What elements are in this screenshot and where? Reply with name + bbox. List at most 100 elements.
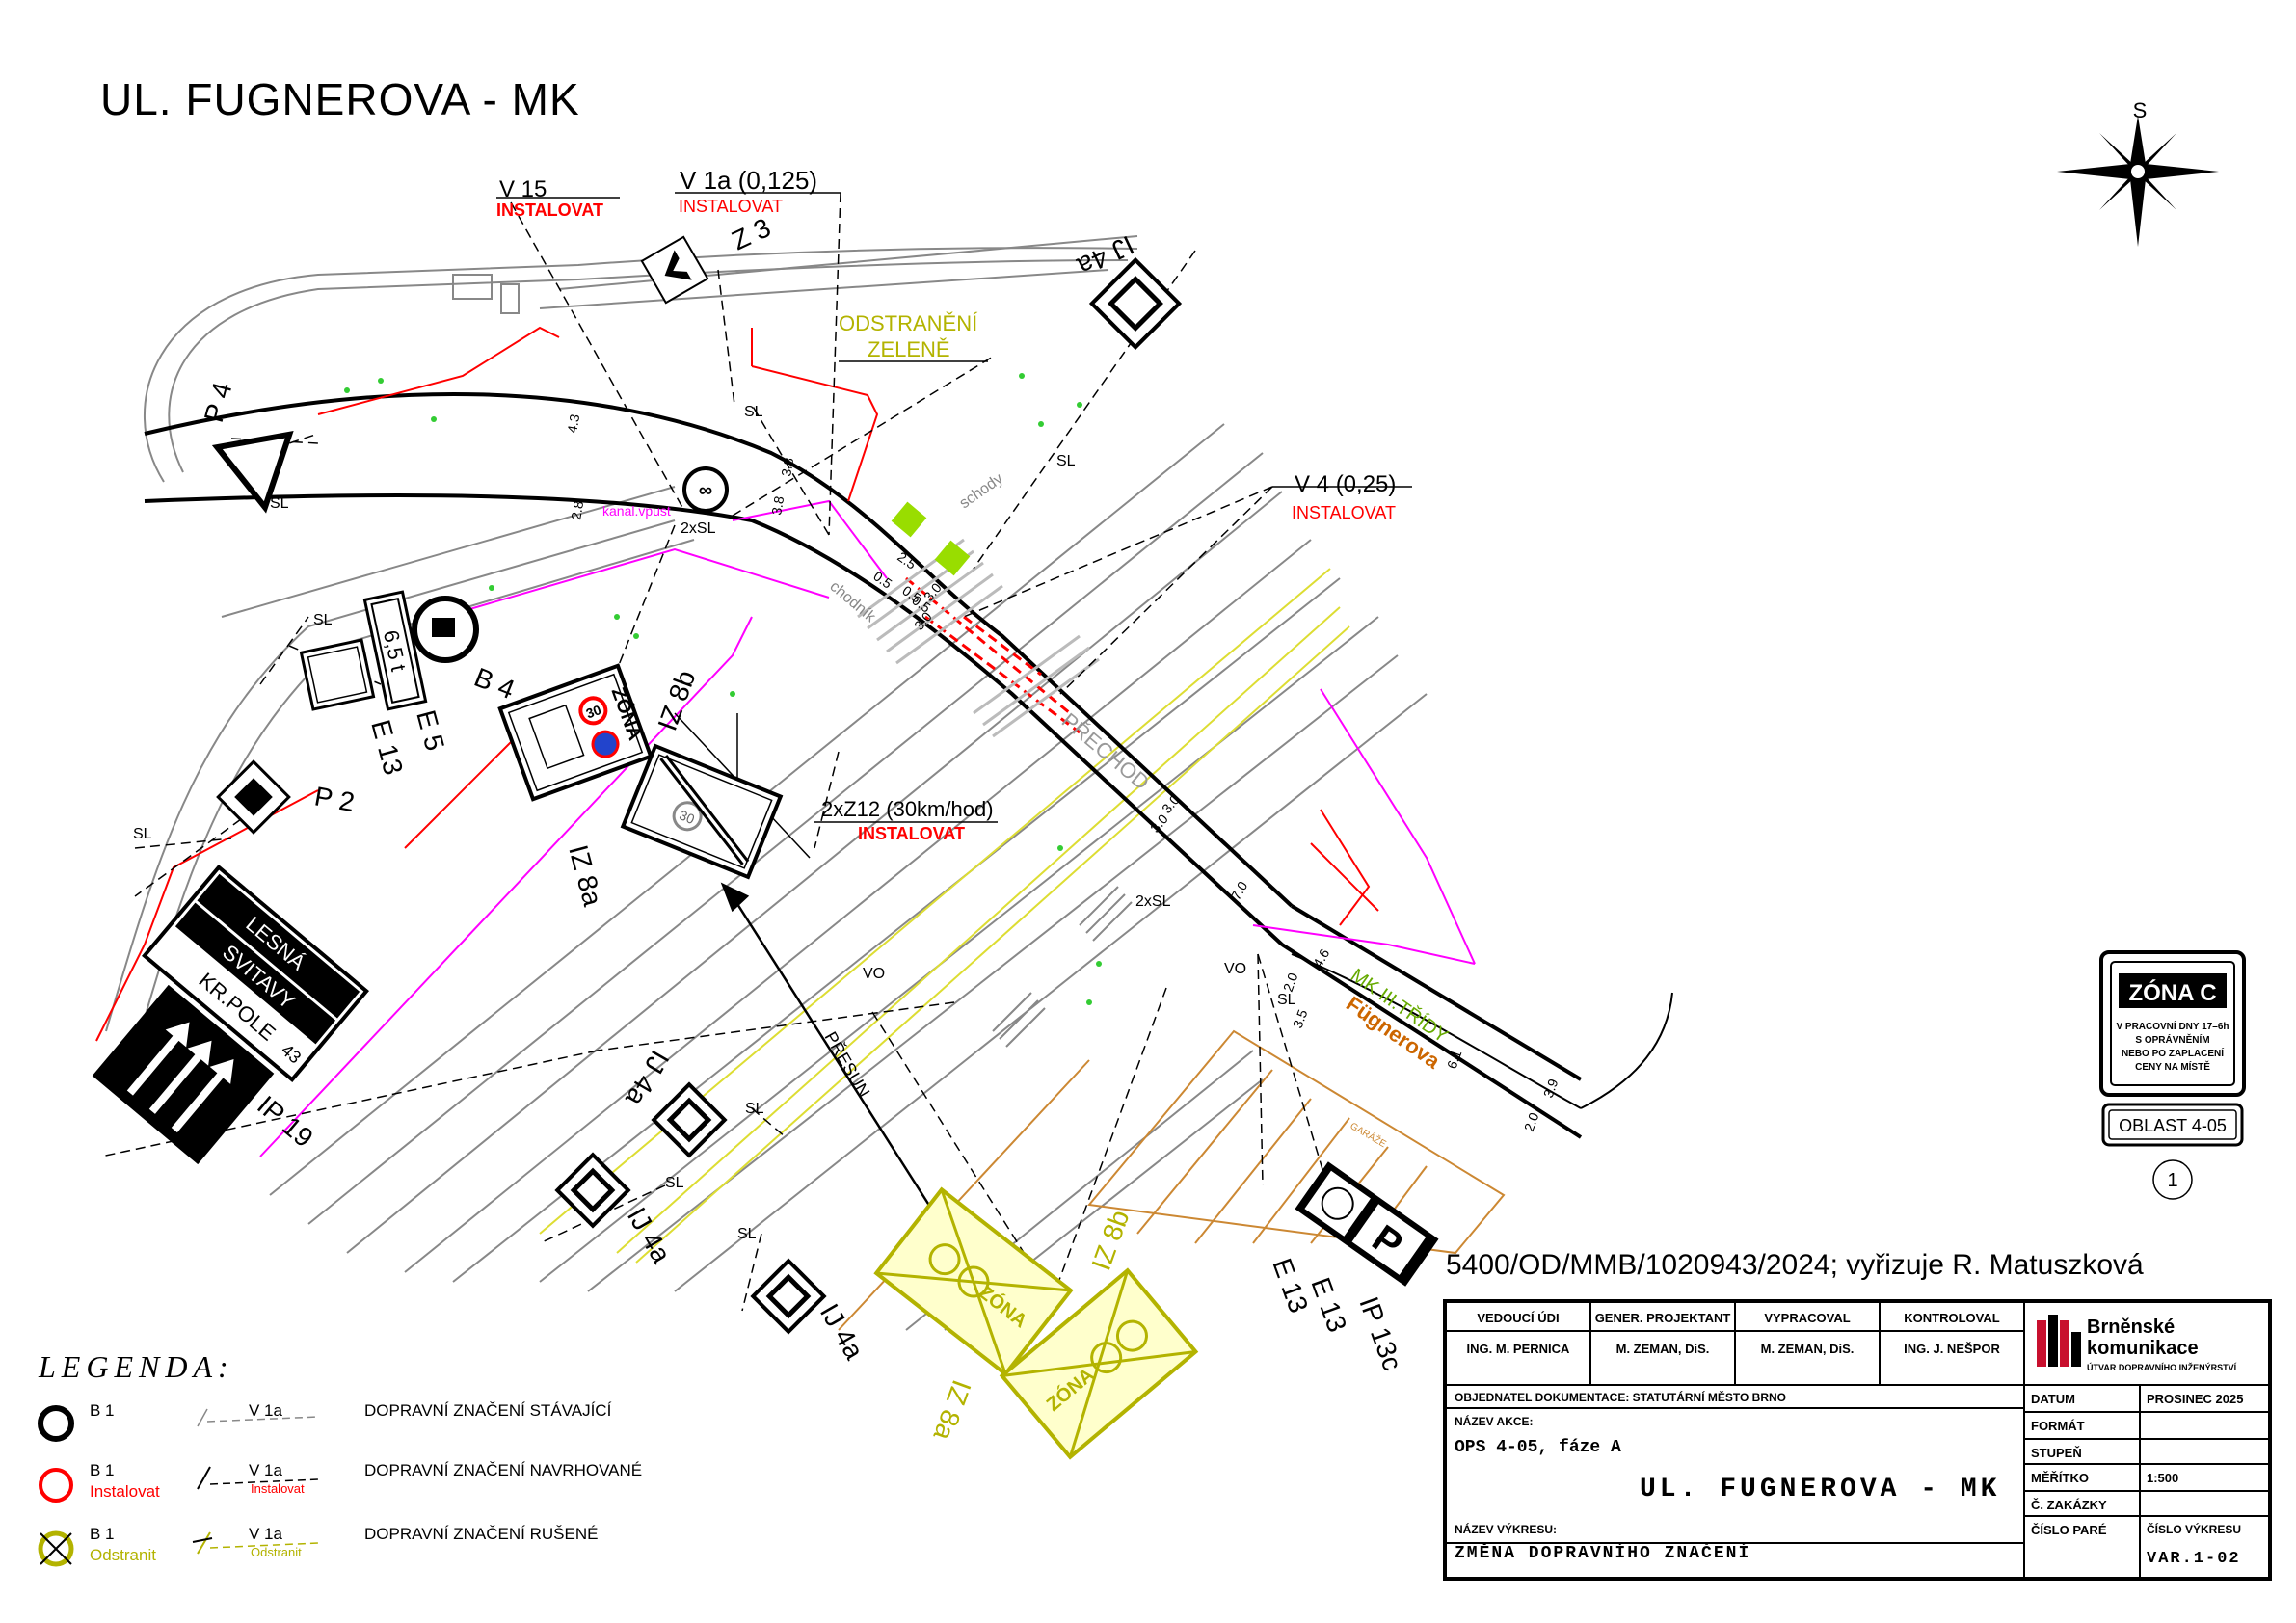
- label-v4: V 4 (0,25): [1295, 471, 1396, 497]
- label-sl-top: SL: [744, 404, 763, 420]
- tb-datum-label: DATUM: [2025, 1386, 2141, 1413]
- tb-logo-cell: Brněnské komunikace ÚTVAR DOPRAVNÍHO INŽ…: [2025, 1303, 2268, 1386]
- zone30-end-speed: 30: [678, 807, 698, 827]
- title-block: VEDOUCÍ ÚDI GENER. PROJEKTANT VYPRACOVAL…: [1443, 1299, 2272, 1581]
- dimension-label: 2.0: [1280, 971, 1301, 994]
- tb-cislo-cell: ČÍSLO VÝKRESU VAR.1-02: [2141, 1517, 2268, 1581]
- tb-format-value: [2141, 1413, 2268, 1440]
- tb-akce-cell: NÁZEV AKCE: OPS 4-05, fáze A UL. FUGNERO…: [1447, 1409, 2025, 1544]
- pedestrian-crossing: [857, 538, 1100, 738]
- dimension-label: 4.3: [564, 412, 582, 434]
- sign-p4: [211, 431, 294, 514]
- sheet-number: 1: [2167, 1170, 2177, 1191]
- tb-meritko: 1:500: [2141, 1465, 2268, 1492]
- label-odstraneni-2: ZELENĚ: [868, 337, 950, 361]
- tb-vykres-label: NÁZEV VÝKRESU:: [1455, 1523, 1558, 1536]
- legend-row2-sub: Instalovat: [90, 1482, 160, 1501]
- sign-iz8b-removed: ZÓNA: [873, 1186, 1074, 1377]
- dimension-label: 3.5: [1290, 1007, 1311, 1030]
- legend-title: LEGENDA:: [39, 1349, 234, 1384]
- sign-e13: [299, 638, 376, 711]
- zone-c-line2: S OPRÁVNĚNÍM: [2135, 1033, 2209, 1046]
- oblast-sign: OBLAST 4-05: [2101, 1103, 2244, 1147]
- label-z12-action: INSTALOVAT: [858, 824, 965, 843]
- zone-c-line3: NEBO PO ZAPLACENÍ: [2122, 1047, 2224, 1059]
- tb-name-4: ING. J. NEŠPOR: [1881, 1332, 2025, 1386]
- reference-number: 5400/OD/MMB/1020943/2024; vyřizuje R. Ma…: [1446, 1249, 2144, 1281]
- sign-direction: LESNÁ SVITAVY KR.POLE 43: [142, 864, 369, 1083]
- label-vo-a: VO: [863, 966, 885, 982]
- label-v15-action: INSTALOVAT: [496, 200, 603, 220]
- sign-iz8a-removed: ZÓNA: [999, 1267, 1199, 1460]
- svg-text:∞: ∞: [699, 480, 712, 501]
- sign-ij4a-top: [1088, 256, 1183, 351]
- label-sl-ij-b: SL: [665, 1175, 684, 1191]
- label-p2: P 2: [312, 781, 357, 817]
- label-kanal: kanal.vpust: [602, 503, 671, 519]
- tb-akce: OPS 4-05, fáze A: [1455, 1438, 1621, 1457]
- dimension-labels: 4.32.83.83.82.50.50.50.53.03.03.03.07.04…: [564, 412, 1561, 1133]
- compass-letter: S: [2133, 98, 2148, 122]
- tb-project-title: UL. FUGNEROVA - MK: [1640, 1475, 2001, 1504]
- legend-row3-sub: Odstranit: [90, 1546, 156, 1564]
- dimension-label: 2.0: [1521, 1110, 1542, 1133]
- tb-role-1: VEDOUCÍ ÚDI: [1447, 1303, 1591, 1332]
- label-sl-right: SL: [1056, 453, 1076, 469]
- tb-role-3: VYPRACOVAL: [1736, 1303, 1881, 1332]
- legend-row2-sym: B 1: [90, 1461, 115, 1479]
- label-sl-p4: SL: [270, 495, 289, 512]
- tb-zakazky-label: Č. ZAKÁZKY: [2025, 1492, 2141, 1517]
- label-v1a-action: INSTALOVAT: [679, 197, 783, 216]
- company-name-2: komunikace: [2087, 1338, 2199, 1359]
- tb-akce-label: NÁZEV AKCE:: [1455, 1415, 1534, 1428]
- tb-stupen-label: STUPEŇ: [2025, 1440, 2141, 1465]
- tb-name-1: ING. M. PERNICA: [1447, 1332, 1591, 1386]
- legend-row1-line: V 1a: [249, 1401, 282, 1420]
- tb-datum: PROSINEC 2025: [2141, 1386, 2268, 1413]
- tb-meritko-label: MĚŘÍTKO: [2025, 1465, 2141, 1492]
- dimension-label: 3.8: [778, 456, 796, 477]
- sign-zone30-end: 30: [620, 743, 784, 880]
- label-odstraneni-1: ODSTRANĚNÍ: [839, 311, 978, 335]
- legend-row3-desc: DOPRAVNÍ ZNAČENÍ RUŠENÉ: [364, 1525, 599, 1543]
- tb-pare-label: ČÍSLO PARÉ: [2025, 1517, 2141, 1581]
- tb-zakazky-value: [2141, 1492, 2268, 1517]
- legend-row3-sym: B 1: [90, 1525, 115, 1543]
- dimension-label: 6.1: [1444, 1048, 1465, 1071]
- legend-row2-line: V 1a: [249, 1461, 282, 1479]
- main-road: [144, 391, 1583, 1139]
- zone-c-line4: CENY NA MÍSTĚ: [2135, 1060, 2210, 1073]
- tb-name-2: M. ZEMAN, DiS.: [1591, 1332, 1736, 1386]
- oblast-label: OBLAST 4-05: [2119, 1116, 2227, 1135]
- sign-ij4a-c: [750, 1258, 827, 1335]
- sign-symbol: ∞: [682, 466, 729, 513]
- dimension-label: 3.9: [1540, 1077, 1562, 1100]
- dimension-label: 2.8: [568, 499, 586, 520]
- label-z12: 2xZ12 (30km/hod): [821, 797, 994, 821]
- sign-ij4a-b: [554, 1152, 631, 1229]
- tb-cislo-label: ČÍSLO VÝKRESU: [2147, 1523, 2242, 1536]
- page-title: UL. FUGNEROVA - MK: [100, 74, 580, 124]
- sign-zone30: 30 ZÓNA: [497, 663, 654, 802]
- tb-role-4: KONTROLOVAL: [1881, 1303, 2025, 1332]
- sign-e5: 6,5 t: [362, 590, 428, 711]
- zone30-speed: 30: [584, 702, 603, 721]
- tb-vykres-cell: NÁZEV VÝKRESU: ZMĚNA DOPRAVNÍHO ZNAČENÍ: [1447, 1517, 2025, 1581]
- company-name-1: Brněnské: [2087, 1317, 2176, 1338]
- compass-icon: S: [2057, 98, 2219, 247]
- legend-row2-desc: DOPRAVNÍ ZNAČENÍ NAVRHOVANÉ: [364, 1461, 643, 1479]
- zone-c-title: ZÓNA C: [2128, 979, 2216, 1006]
- label-v1a: V 1a (0,125): [680, 166, 817, 195]
- tb-name-3: M. ZEMAN, DiS.: [1736, 1332, 1881, 1386]
- legend-symbols: [38, 1405, 319, 1567]
- legend-row2-line-sub: Instalovat: [251, 1481, 305, 1496]
- legend-row3-line: V 1a: [249, 1525, 282, 1543]
- label-vo-b: VO: [1224, 961, 1246, 977]
- zone-c-sign: ZÓNA C V PRACOVNÍ DNY 17–6h S OPRÁVNĚNÍM…: [2099, 950, 2246, 1097]
- label-2xsl-a: 2xSL: [681, 520, 716, 537]
- legend-row1-desc: DOPRAVNÍ ZNAČENÍ STÁVAJÍCÍ: [364, 1401, 612, 1420]
- company-logo-icon: [2037, 1315, 2081, 1367]
- garages: [838, 1029, 1506, 1331]
